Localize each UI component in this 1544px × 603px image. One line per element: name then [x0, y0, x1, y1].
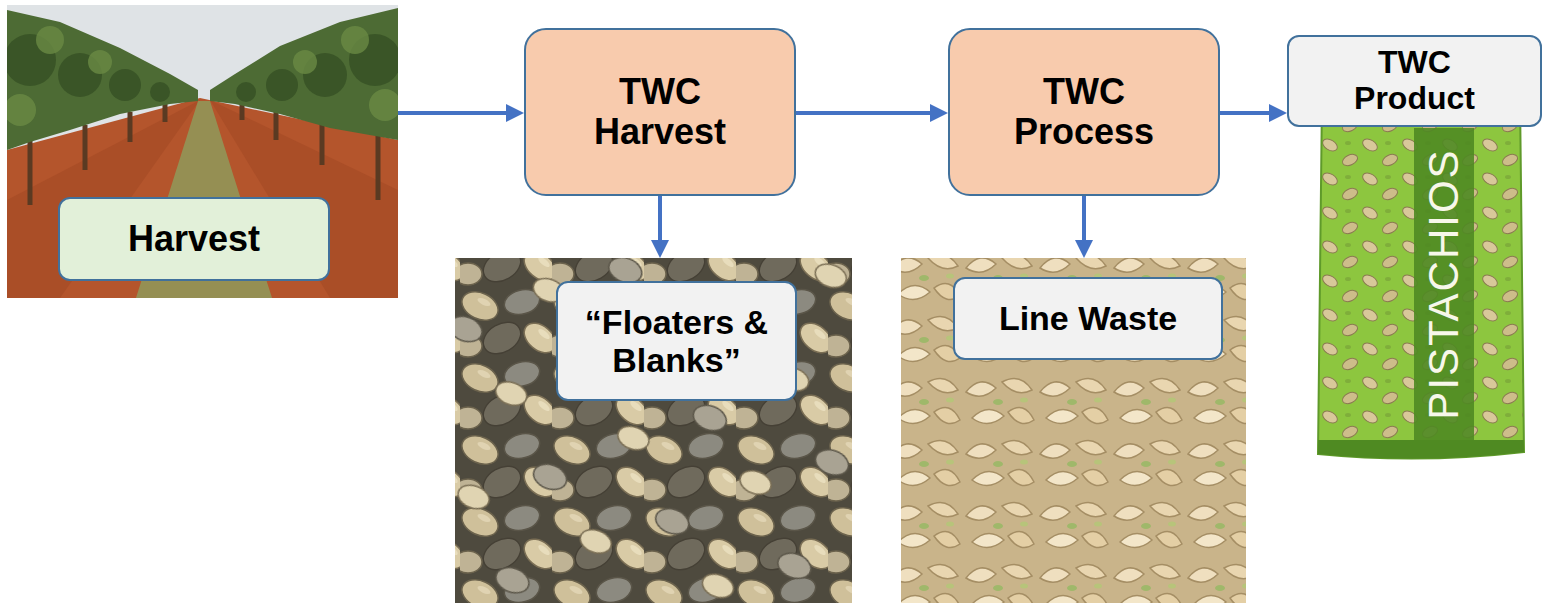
flow-arrow: [1082, 196, 1086, 240]
flow-arrow: [796, 111, 930, 115]
box-label: TWC Process: [999, 72, 1169, 153]
box-label: TWC Harvest: [575, 72, 745, 153]
flow-arrow: [398, 111, 506, 115]
photo-label: “Floaters & Blanks”: [556, 281, 797, 401]
bag-brand-text: PISTACHIOS: [1420, 148, 1468, 419]
pistachio-bag: [1318, 86, 1526, 464]
orchard-photo: [7, 5, 398, 298]
floaters-photo: [455, 258, 852, 603]
harvest-node: Harvest: [7, 5, 398, 298]
waste-node: Line Waste: [901, 258, 1246, 603]
box-label: TWC Product: [1340, 45, 1490, 117]
photo-label: Harvest: [58, 197, 330, 281]
flow-arrow: [658, 196, 662, 240]
product-box: TWC Product: [1287, 35, 1542, 127]
process-box: TWC Process: [948, 28, 1220, 196]
process-box: TWC Harvest: [524, 28, 796, 196]
photo-label: Line Waste: [953, 277, 1223, 360]
shells-photo: [901, 258, 1246, 603]
waste-node: “Floaters & Blanks”: [455, 258, 852, 603]
flow-arrow: [1220, 111, 1269, 115]
